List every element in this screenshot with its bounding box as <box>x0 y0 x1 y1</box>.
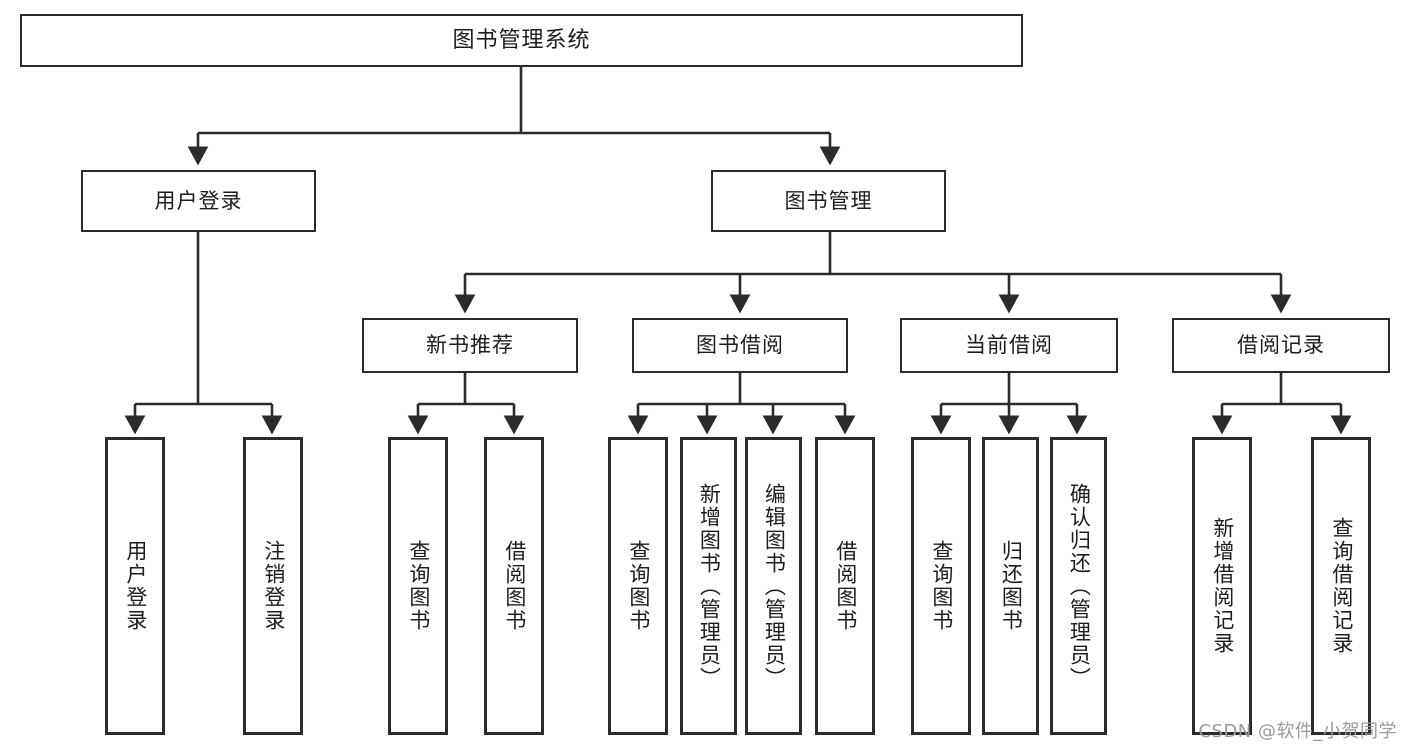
node-label: 借阅记录 <box>1237 333 1325 358</box>
leaf-query-book-new-books[interactable]: 查询图书 <box>388 437 448 735</box>
node-label: 用户登录 <box>123 540 148 632</box>
node-label: 确认归还（管理员） <box>1067 482 1092 690</box>
node-new-book-recommendation[interactable]: 新书推荐 <box>362 318 578 373</box>
leaf-query-borrow-record[interactable]: 查询借阅记录 <box>1311 437 1371 735</box>
node-label: 新增借阅记录 <box>1210 517 1235 655</box>
leaf-edit-book-admin[interactable]: 编辑图书（管理员） <box>745 437 802 735</box>
node-label: 新增图书（管理员） <box>697 482 722 690</box>
node-label: 查询借阅记录 <box>1329 517 1354 655</box>
node-label: 图书借阅 <box>696 333 784 358</box>
node-label: 查询图书 <box>626 540 651 632</box>
node-user-login[interactable]: 用户登录 <box>81 170 316 232</box>
node-book-borrow[interactable]: 图书借阅 <box>632 318 848 373</box>
leaf-add-borrow-record[interactable]: 新增借阅记录 <box>1192 437 1252 735</box>
node-label: 新书推荐 <box>426 333 514 358</box>
node-label: 用户登录 <box>154 188 243 213</box>
leaf-borrow-book[interactable]: 借阅图书 <box>815 437 875 735</box>
node-label: 图书管理系统 <box>452 27 591 53</box>
node-label: 注销登录 <box>261 540 286 632</box>
node-label: 归还图书 <box>999 540 1024 632</box>
node-label: 借阅图书 <box>833 540 858 632</box>
leaf-query-book-current[interactable]: 查询图书 <box>911 437 971 735</box>
watermark: CSDN @软件_小贺同学 <box>1198 721 1397 742</box>
node-label: 查询图书 <box>406 540 431 632</box>
node-current-borrow[interactable]: 当前借阅 <box>900 318 1118 373</box>
leaf-borrow-book-new-books[interactable]: 借阅图书 <box>484 437 544 735</box>
node-label: 借阅图书 <box>502 540 527 632</box>
leaf-return-book[interactable]: 归还图书 <box>982 437 1039 735</box>
leaf-confirm-return-admin[interactable]: 确认归还（管理员） <box>1050 437 1107 735</box>
node-label: 当前借阅 <box>965 333 1053 358</box>
leaf-add-book-admin[interactable]: 新增图书（管理员） <box>680 437 737 735</box>
node-label: 查询图书 <box>929 540 954 632</box>
leaf-user-logout[interactable]: 注销登录 <box>243 437 303 735</box>
node-borrow-record[interactable]: 借阅记录 <box>1172 318 1390 373</box>
leaf-query-book-borrow[interactable]: 查询图书 <box>608 437 668 735</box>
leaf-user-login[interactable]: 用户登录 <box>105 437 165 735</box>
node-book-management[interactable]: 图书管理 <box>711 170 946 232</box>
node-book-management-system[interactable]: 图书管理系统 <box>20 14 1023 67</box>
node-label: 图书管理 <box>784 188 873 213</box>
node-label: 编辑图书（管理员） <box>762 482 787 690</box>
